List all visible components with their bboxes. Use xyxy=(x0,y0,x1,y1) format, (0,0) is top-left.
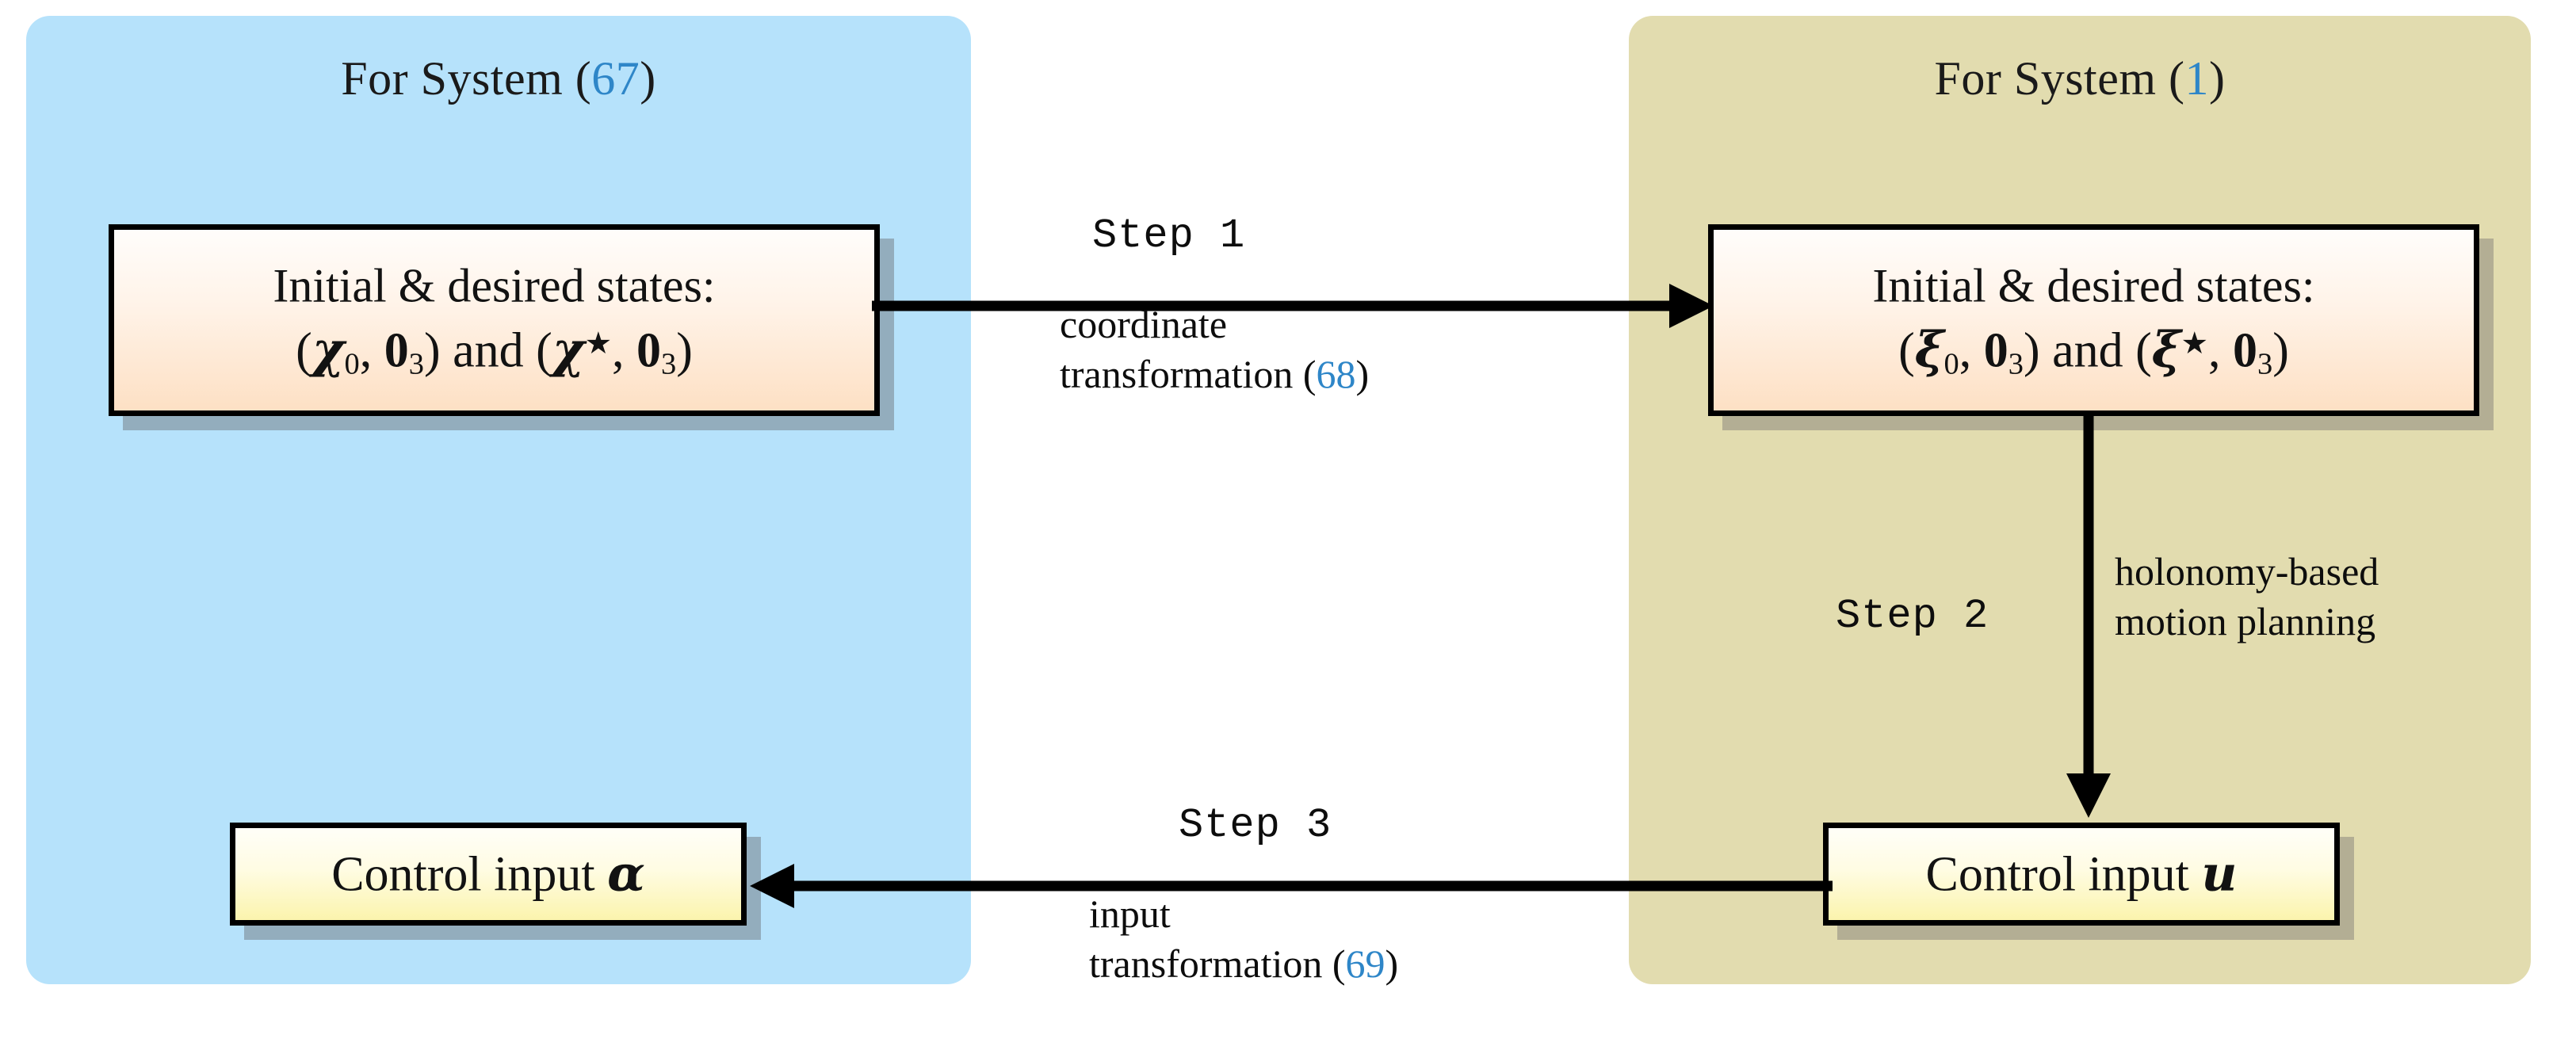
xi-symbol-desired: ξ xyxy=(2151,320,2181,379)
xi-desired-superscript: ★ xyxy=(2180,326,2208,361)
panel-right-title-prefix: For System ( xyxy=(1934,52,2185,105)
panel-left-title-suffix: ) xyxy=(640,52,656,105)
chi-states-line1: Initial & desired states: xyxy=(273,259,716,312)
zero-vector-1: 0 xyxy=(384,323,409,378)
chi-desired-superscript: ★ xyxy=(584,326,613,361)
zero-vector-2: 0 xyxy=(636,323,662,378)
step-2-desc-line2: motion planning xyxy=(2115,598,2376,643)
chi-states-line2: (χ0, 03) and (χ★, 03) xyxy=(296,320,693,381)
panel-right-title: For System (1) xyxy=(1629,52,2531,106)
control-input-alpha-box: Control input α xyxy=(230,823,747,926)
step-1-arrow xyxy=(872,284,1714,328)
step-3-desc-line1: input xyxy=(1089,892,1171,936)
control-u-text: Control input xyxy=(1925,847,2189,902)
step-1-desc-line2-text: transformation ( xyxy=(1060,351,1317,396)
step-3-desc-line2-text: transformation ( xyxy=(1089,941,1346,986)
u-symbol: u xyxy=(2201,844,2238,903)
xi-conjunction: and xyxy=(2052,323,2123,378)
step-1-description: coordinate transformation (68) xyxy=(1060,300,1369,399)
zero-vector-4: 0 xyxy=(2232,323,2257,378)
step-1-desc-line1: coordinate xyxy=(1060,302,1228,346)
step-1-reference: 68 xyxy=(1316,351,1356,396)
step-2-description: holonomy-based motion planning xyxy=(2115,547,2379,646)
chi-symbol-desired: χ xyxy=(552,320,585,379)
control-input-u-box: Control input u xyxy=(1823,823,2340,926)
step-3-reference: 69 xyxy=(1345,941,1385,986)
panel-left-title-prefix: For System ( xyxy=(341,52,592,105)
chi-conjunction: and xyxy=(453,323,524,378)
step-3-desc-line2: transformation (69) xyxy=(1089,939,1398,989)
step-1-desc-line2: transformation (68) xyxy=(1060,349,1369,399)
chi-symbol-initial: χ xyxy=(311,320,345,379)
chi-initial-desired-states-box: Initial & desired states: (χ0, 03) and (… xyxy=(109,224,880,416)
xi-initial-subscript: 0 xyxy=(1943,347,1959,381)
step-3-description: input transformation (69) xyxy=(1089,889,1398,988)
panel-left-title-reference: 67 xyxy=(591,52,640,105)
alpha-symbol: α xyxy=(607,844,645,903)
zero-vector-3: 0 xyxy=(1983,323,2008,378)
zero-subscript-4: 3 xyxy=(2257,347,2273,381)
xi-states-line2: (ξ0, 03) and (ξ★, 03) xyxy=(1898,320,2289,381)
step-2-arrow xyxy=(2066,412,2111,818)
step-3-desc-tail: ) xyxy=(1385,941,1399,986)
control-u-line: Control input u xyxy=(1840,844,2323,903)
xi-initial-desired-states-box: Initial & desired states: (ξ0, 03) and (… xyxy=(1708,224,2479,416)
control-alpha-line: Control input α xyxy=(247,844,730,903)
zero-subscript-3: 3 xyxy=(2008,347,2024,381)
panel-right-title-reference: 1 xyxy=(2184,52,2210,105)
panel-right-title-suffix: ) xyxy=(2209,52,2226,105)
step-2-desc-line1: holonomy-based xyxy=(2115,549,2379,594)
zero-subscript-1: 3 xyxy=(408,347,424,381)
step-2-label: Step 2 xyxy=(1836,593,1989,640)
step-3-label: Step 3 xyxy=(1179,802,1332,849)
chi-initial-subscript: 0 xyxy=(344,347,360,381)
panel-left-title: For System (67) xyxy=(26,52,971,106)
xi-states-line1: Initial & desired states: xyxy=(1872,259,2315,312)
xi-symbol-initial: ξ xyxy=(1914,320,1944,379)
step-3-arrow xyxy=(750,864,1833,908)
step-1-label: Step 1 xyxy=(1092,212,1246,259)
zero-subscript-2: 3 xyxy=(661,347,677,381)
step-1-desc-tail: ) xyxy=(1355,351,1370,396)
control-alpha-text: Control input xyxy=(331,847,595,902)
